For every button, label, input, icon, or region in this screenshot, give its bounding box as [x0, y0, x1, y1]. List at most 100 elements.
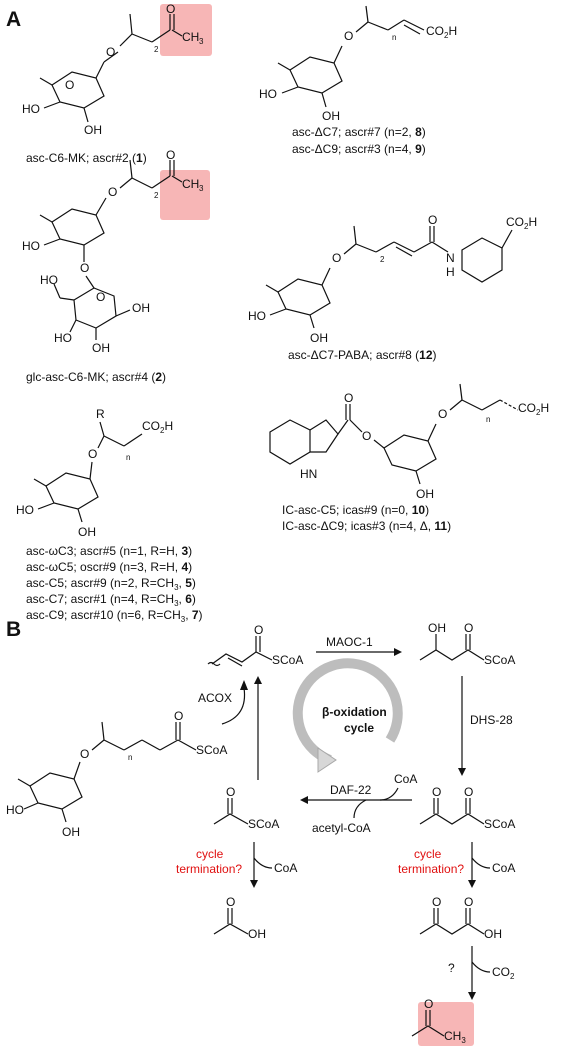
termination-label: cycle [196, 847, 224, 861]
structure-enoyl-coa: O SCoA [207, 623, 303, 667]
atom-oh: OH [84, 123, 102, 137]
arrowhead [250, 880, 258, 888]
atom-hn: HN [300, 467, 317, 481]
atom-o: O [106, 45, 115, 59]
atom-scoa: SCoA [484, 653, 515, 667]
label-glc-asc-c6-mk: glc-asc-C6-MK; ascr#4 (2) [26, 370, 166, 384]
atom-o: O [362, 429, 371, 443]
atom-ch3: CH [182, 177, 199, 191]
atom-ring-o: O [96, 290, 105, 304]
methylketone-highlight [160, 170, 210, 220]
arrowhead [240, 680, 248, 690]
co2-out-curve [471, 961, 491, 973]
enzyme-acox: ACOX [198, 691, 232, 705]
atom-o: O [226, 785, 235, 799]
atom-scoa: SCoA [196, 743, 227, 757]
arrowhead [468, 880, 476, 888]
atom-oh: OH [62, 825, 80, 839]
methylketone-highlight [160, 4, 212, 56]
sub-3: 3 [199, 37, 204, 46]
atom-co2h: CO2H [518, 401, 549, 417]
structure-asc-dc7-paba: O O 2 N H CO2H HO OH [248, 213, 537, 345]
sub-2: 2 [154, 45, 159, 54]
atom-o: O [464, 785, 473, 799]
atom-co2h: CO2H [142, 419, 173, 435]
sub-2: 2 [154, 191, 159, 200]
atom-h: H [446, 265, 455, 279]
atom-ho: HO [16, 503, 34, 517]
structure-ketoacid: O O OH [419, 895, 502, 941]
atom-oh: OH [416, 487, 434, 501]
atom-ch3: CH3 [444, 1029, 466, 1045]
reagent-acetyl-coa: acetyl-CoA [312, 821, 371, 835]
atom-o: O [174, 709, 183, 723]
atom-o: O [432, 785, 441, 799]
structure-hydroxyacyl-coa: OH O SCoA [419, 621, 515, 667]
atom-o-link: O [80, 261, 89, 275]
atom-o-ketone: O [166, 2, 175, 16]
atom-oh: OH [310, 331, 328, 345]
atom-ho: HO [6, 803, 24, 817]
label-line: asc-C5; ascr#9 (n=2, R=CH3, 5) [26, 576, 196, 592]
atom-o: O [464, 895, 473, 909]
termination-label: cycle [414, 847, 442, 861]
atom-o: O [332, 251, 341, 265]
atom-r: R [96, 407, 105, 421]
label-asc-dc7: asc-ΔC7; ascr#7 (n=2, 8) [292, 125, 426, 139]
atom-o: O [254, 623, 263, 637]
atom-oh: OH [248, 927, 266, 941]
atom-co2h: CO2H [426, 24, 457, 40]
atom-oh: OH [484, 927, 502, 941]
atom-o: O [80, 747, 89, 761]
label-line: asc-C9; ascr#10 (n=6, R=CH3, 7) [26, 608, 203, 624]
atom-ring-o: O [65, 78, 74, 92]
atom-oh: OH [428, 621, 446, 635]
atom-o-ketone: O [166, 148, 175, 162]
panel-a-letter: A [6, 8, 21, 31]
enzyme-maoc-1: MAOC-1 [326, 635, 373, 649]
cycle-title-2: cycle [344, 721, 374, 735]
atom-scoa: SCoA [248, 817, 279, 831]
termination-label-2: termination? [398, 862, 464, 876]
enzyme-daf-22: DAF-22 [330, 783, 372, 797]
atom-o-ester: O [344, 391, 353, 405]
atom-ho: HO [40, 273, 58, 287]
structure-ascaroside-coa: O O n SCoA HO OH [6, 709, 227, 839]
sub-n: n [392, 33, 396, 42]
structure-ic-asc: HN O O O n CO2H OH [269, 383, 549, 501]
arrowhead [254, 676, 262, 684]
structure-acid-left: O OH [213, 895, 266, 941]
atom-oh: OH [78, 525, 96, 539]
atom-ho: HO [54, 331, 72, 345]
question-mark: ? [448, 961, 455, 975]
sub-n: n [486, 415, 490, 424]
atom-o: O [464, 621, 473, 635]
atom-scoa: SCoA [272, 653, 303, 667]
label-line: asc-ωC5; oscr#9 (n=3, R=H, 4) [26, 560, 192, 574]
atom-o-amide: O [428, 213, 437, 227]
methylketone-highlight [418, 1002, 474, 1046]
coa-out-curve [471, 857, 491, 869]
label-ic-asc-c5: IC-asc-C5; icas#9 (n=0, 10) [282, 503, 429, 517]
sub-n: n [126, 453, 130, 462]
arrowhead [458, 768, 466, 776]
reagent-coa: CoA [274, 861, 297, 875]
atom-ho: HO [22, 239, 40, 253]
label-line: asc-ωC3; ascr#5 (n=1, R=H, 3) [26, 544, 192, 558]
atom-scoa: SCoA [484, 817, 515, 831]
label-asc-c6-mk: asc-C6-MK; ascr#2 (1) [26, 151, 147, 165]
label-line: asc-C7; ascr#1 (n=4, R=CH3, 6) [26, 592, 196, 608]
reagent-coa: CoA [394, 772, 417, 786]
structure-asc-c6-mk: O O CH 3 2 HO OH O [22, 2, 212, 137]
termination-label-2: termination? [176, 862, 242, 876]
structure-glc-asc-c6-mk: O O CH 3 2 HO O HO OH OH HO O [22, 148, 210, 355]
structure-acyl-coa-short: O SCoA [213, 785, 279, 831]
sub-2: 2 [380, 255, 385, 264]
sub-n: n [128, 753, 132, 762]
arrowhead [300, 796, 308, 804]
atom-nh: N [446, 251, 455, 265]
arrowhead [394, 648, 402, 656]
atom-o: O [344, 29, 353, 43]
atom-ho: HO [248, 309, 266, 323]
